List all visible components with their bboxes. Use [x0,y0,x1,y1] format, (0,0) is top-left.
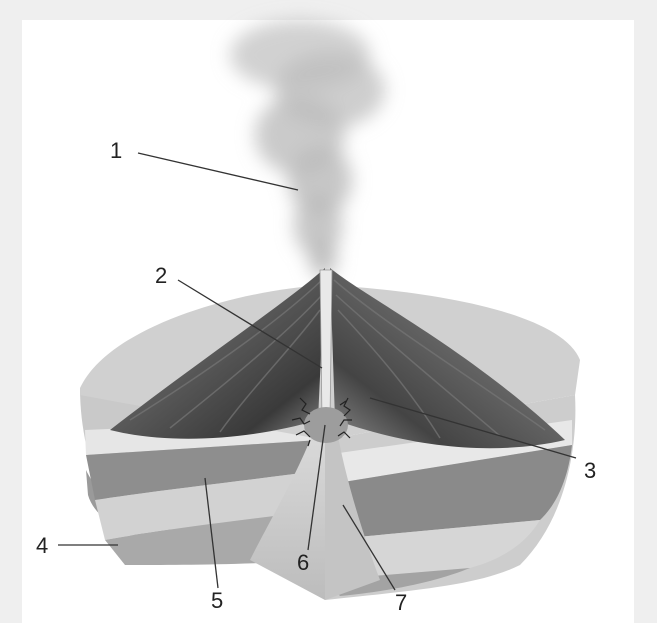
label-2: 2 [155,263,167,288]
label-6: 6 [297,550,309,575]
magma-chamber [304,407,348,443]
label-1: 1 [110,138,122,163]
label-5: 5 [211,588,223,613]
label-7: 7 [395,590,407,615]
label-4: 4 [36,533,48,558]
main-vent [320,270,332,420]
label-3: 3 [584,458,596,483]
